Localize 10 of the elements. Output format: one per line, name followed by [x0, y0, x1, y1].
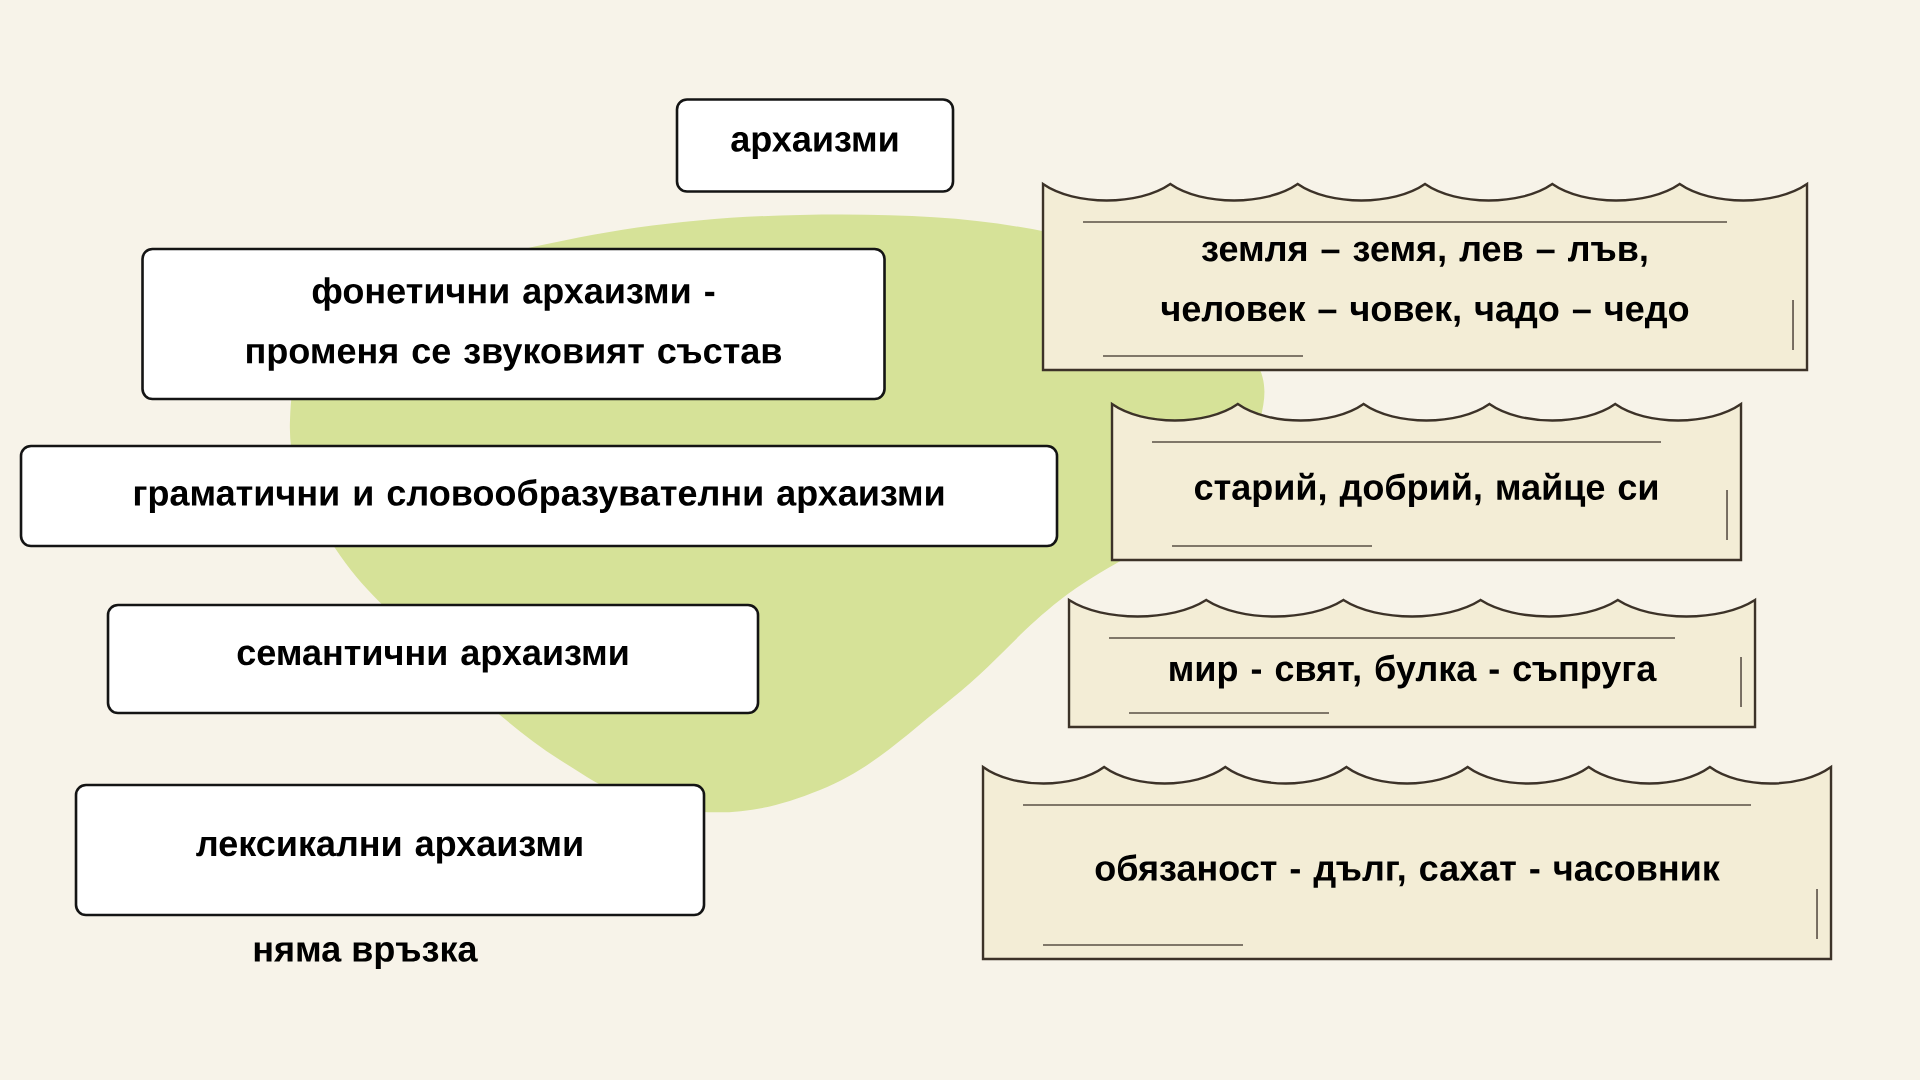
category-box: архаизми: [675, 98, 955, 193]
note-text: няма връзка: [254, 942, 478, 969]
scroll-box: обязаност - дълг, сахат - часовник: [981, 765, 1833, 961]
category-box: граматични и словообразувателни архаизми: [19, 444, 1059, 548]
scroll-box: мир - свят, булка - съпруга: [1067, 598, 1757, 729]
category-box: семантични архаизми: [106, 603, 760, 715]
category-box: лексикални архаизми: [74, 783, 706, 917]
category-box: фонетични архаизми - променя се звуковият състав: [141, 247, 886, 401]
scroll-box: земля – земя, лев – лъв, человек – човек, чадо – чедо: [1041, 182, 1809, 372]
scroll-box: старий, добрий, майце си: [1110, 402, 1743, 562]
